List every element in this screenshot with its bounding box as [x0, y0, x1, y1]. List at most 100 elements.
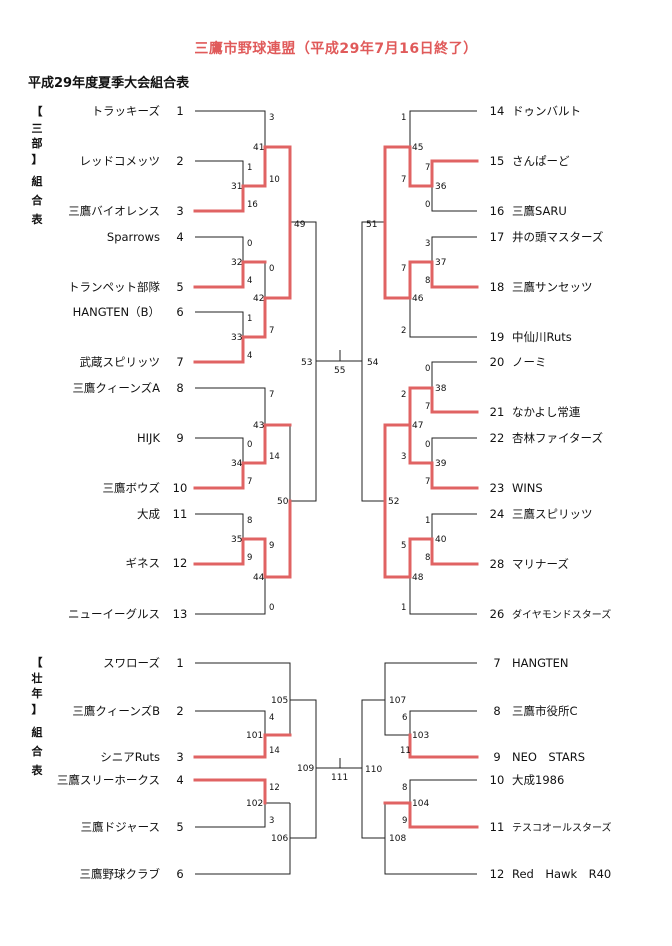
team-seed: 2	[176, 704, 183, 718]
bracket-line	[195, 803, 291, 875]
winner-path	[193, 220, 292, 364]
team-seed: 8	[176, 381, 183, 395]
team-name: 三鷹SARU	[512, 204, 567, 218]
team-seed: 4	[176, 773, 183, 787]
division1-label-char: 三	[32, 122, 43, 135]
score: 7	[425, 402, 430, 412]
team-name: トランペット部隊	[68, 280, 160, 294]
match-number: 105	[271, 696, 288, 706]
match-number: 45	[412, 143, 423, 153]
team-name: 三鷹ボウズ	[103, 481, 161, 495]
bracket-line	[409, 710, 477, 735]
division1-label-char: 表	[31, 212, 44, 226]
team-seed: 7	[176, 355, 183, 369]
division1-right-teams: 14 ドゥンバルト 15 さんぱーど 16 三鷹SARU 17 井の頭マスターズ…	[490, 104, 612, 621]
bracket-line	[431, 236, 477, 262]
team-name: 武蔵スピリッツ	[80, 355, 161, 369]
match-number: 102	[246, 799, 263, 809]
winner-path	[383, 499, 479, 579]
team-name: HIJK	[137, 431, 160, 445]
team-seed: 8	[493, 704, 500, 718]
team-name: 三鷹スピリッツ	[512, 507, 593, 521]
division1-right-scores: 1 45 7 7 36 0 51 3 37 7 8 46 2 0 38 2 7 …	[366, 113, 447, 613]
score: 7	[425, 477, 430, 487]
team-name: 三鷹バイオレンス	[68, 204, 160, 218]
team-name: ギネス	[126, 556, 161, 570]
score: 1	[247, 314, 252, 324]
score: 8	[247, 516, 252, 526]
division2-label: 【 壮 年 】 組 合 表	[31, 656, 44, 777]
bracket-line	[431, 186, 477, 212]
score: 7	[269, 390, 274, 400]
score: 1	[401, 113, 406, 123]
match-number: 41	[253, 143, 264, 153]
team-seed: 24	[490, 507, 505, 521]
match-number: 48	[412, 573, 424, 583]
score: 0	[247, 440, 252, 450]
team-name: 三鷹サンセッツ	[512, 280, 593, 294]
division1-label-char: 】	[32, 153, 43, 166]
score: 7	[247, 477, 252, 487]
division2-label-char: 年	[32, 686, 43, 700]
bracket-line	[195, 387, 266, 425]
match-number: 43	[253, 421, 264, 431]
team-seed: 4	[176, 230, 183, 244]
match-number: 54	[367, 358, 379, 368]
bracket-line	[409, 110, 477, 147]
bracket-line	[195, 803, 266, 828]
team-name: レッドコメッツ	[80, 154, 161, 168]
score: 3	[269, 113, 274, 123]
score: 11	[400, 746, 411, 756]
team-name: ダイヤモンドスターズ	[512, 608, 611, 621]
team-seed: 17	[490, 230, 505, 244]
division2-label-char: 合	[32, 744, 44, 758]
bracket-line	[195, 160, 244, 186]
score: 7	[401, 264, 406, 274]
division2-bracket: 【 壮 年 】 組 合 表 スワローズ 1 三鷹クィーンズB 2 シニアRuts…	[31, 656, 612, 881]
team-seed: 1	[176, 656, 183, 670]
division1-label-char: 組	[32, 174, 43, 188]
bracket-line	[409, 577, 477, 615]
match-number: 47	[412, 421, 423, 431]
match-number: 103	[412, 731, 429, 741]
score: 9	[247, 553, 252, 563]
bracket-line	[195, 577, 266, 615]
score: 0	[425, 200, 430, 210]
team-seed: 10	[173, 481, 188, 495]
division1-label-char: 【	[32, 105, 43, 118]
match-number: 50	[277, 497, 289, 507]
team-name: 三鷹ドジャース	[81, 820, 160, 834]
division1-label: 【 三 部 】 組 合 表	[31, 105, 44, 226]
score: 4	[247, 351, 252, 361]
bracket-line	[384, 662, 477, 700]
match-number: 111	[331, 773, 348, 783]
division2-left-lines	[195, 662, 340, 875]
match-number: 36	[435, 182, 447, 192]
score: 9	[402, 816, 407, 826]
team-name: マリナーズ	[512, 557, 569, 571]
score: 1	[247, 163, 252, 173]
score: 3	[425, 239, 430, 249]
bracket-line	[409, 779, 477, 803]
division2-left-scores: 105 4 101 14 109 12 102 3 106	[246, 696, 314, 844]
team-name: Sparrows	[107, 230, 160, 244]
division1-left-lines	[195, 110, 340, 615]
match-number: 101	[246, 731, 263, 741]
team-name: ドゥンバルト	[512, 104, 581, 118]
division2-label-char: 表	[31, 763, 44, 777]
score: 0	[269, 264, 274, 274]
winner-path	[193, 423, 292, 490]
score: 0	[425, 364, 430, 374]
team-seed: 20	[490, 355, 505, 369]
score: 0	[247, 239, 252, 249]
team-name: NEO STARS	[512, 750, 585, 764]
division2-right-scores: 107 6 103 11 8 104 9 108	[389, 696, 429, 844]
score: 4	[247, 276, 252, 286]
score: 6	[402, 713, 407, 723]
division1-right-lines	[361, 110, 477, 615]
match-number: 107	[389, 696, 406, 706]
team-seed: 11	[173, 507, 188, 521]
match-number: 40	[435, 535, 447, 545]
division2-label-char: 【	[32, 656, 43, 669]
